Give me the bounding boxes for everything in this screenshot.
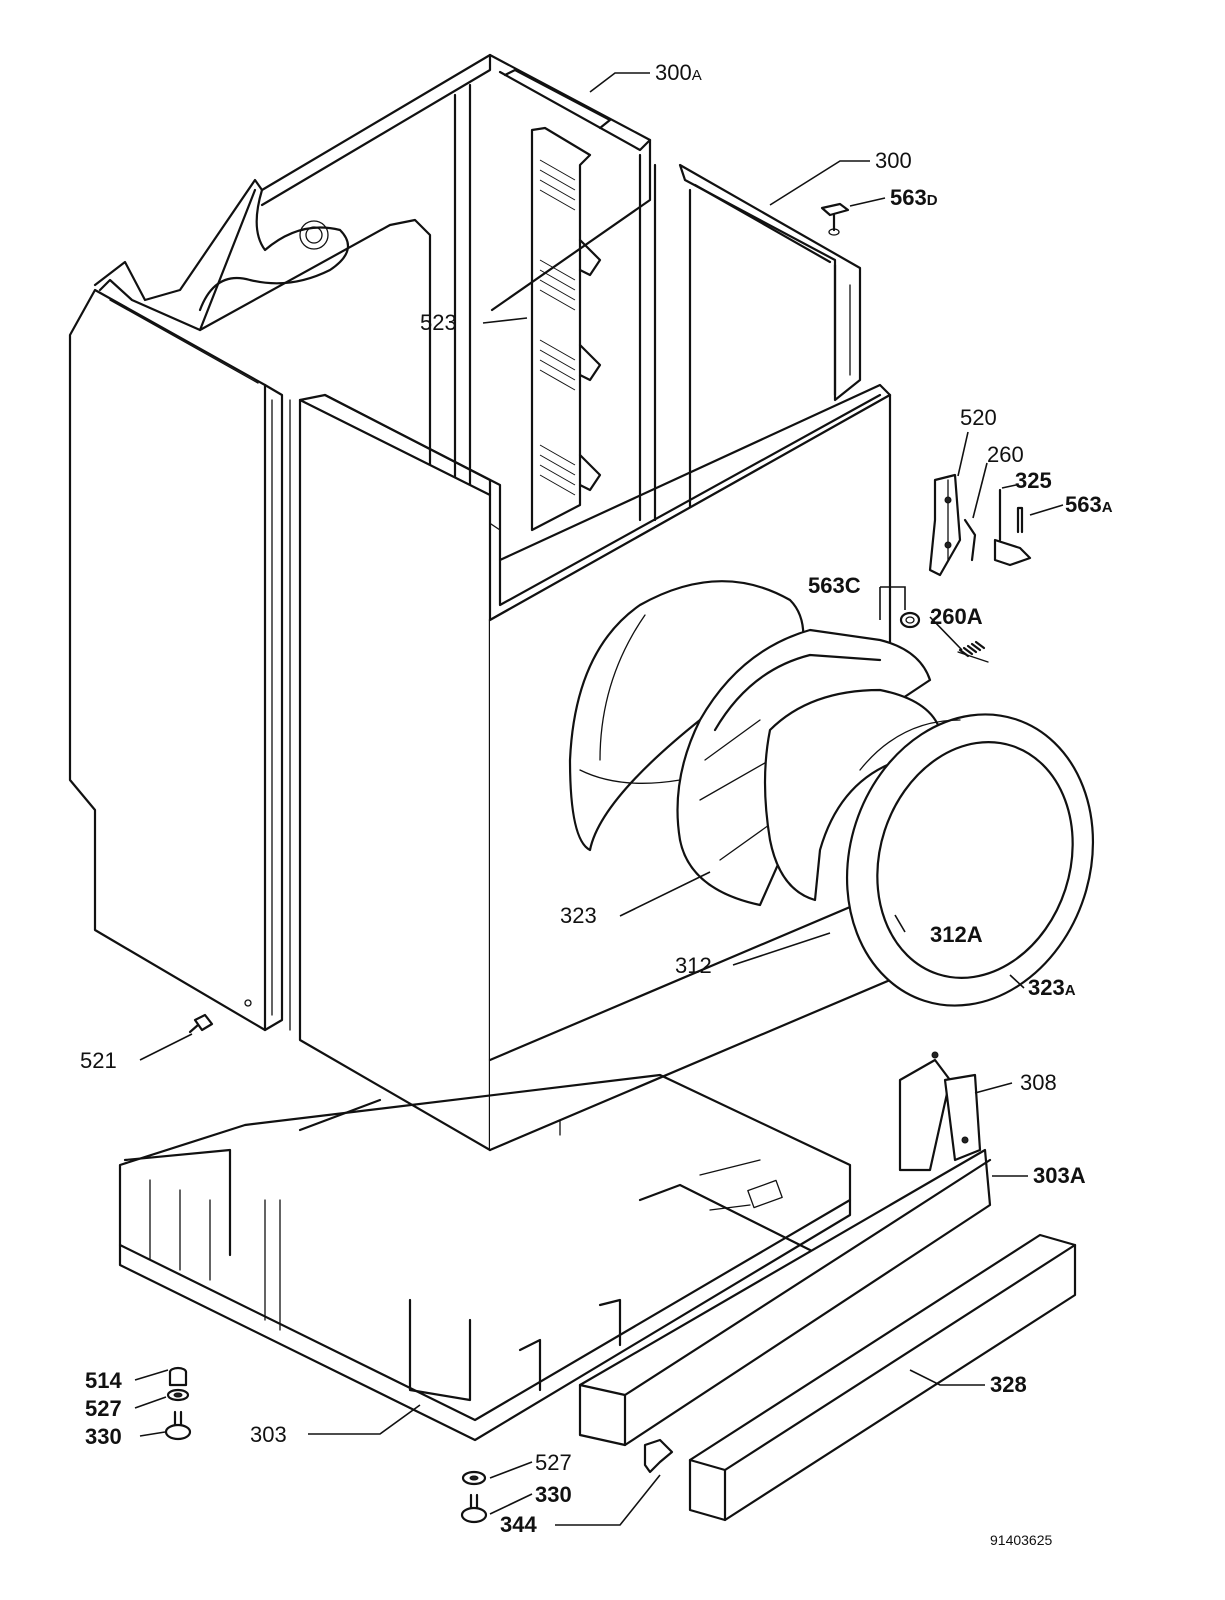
hinge-plate-520 (928, 473, 962, 577)
washer-527-bottom (461, 1470, 487, 1486)
label-325: 325 (1015, 468, 1052, 493)
label-527-left: 527 (85, 1396, 122, 1421)
door-ring-312 (763, 688, 942, 902)
clip-563D (820, 202, 850, 236)
bolt-514 (168, 1366, 188, 1387)
label-312: 312 (675, 953, 712, 978)
label-323: 323 (560, 903, 597, 928)
part-labels: 300A 300 563D 523 520 260 325 563A 563C … (80, 60, 1113, 1548)
pin-563A (1016, 506, 1024, 534)
leader-lines (134, 72, 1064, 1526)
label-520: 520 (960, 405, 997, 430)
label-521: 521 (80, 1048, 117, 1073)
hinge-bracket-308 (898, 1051, 982, 1172)
label-330-bottom: 330 (535, 1482, 572, 1507)
label-527-bottom: 527 (535, 1450, 572, 1475)
base-frame (118, 1073, 852, 1442)
label-312A: 312A (930, 922, 983, 947)
foot-330-left (164, 1410, 192, 1441)
label-563C: 563C (808, 573, 861, 598)
label-260: 260 (987, 442, 1024, 467)
label-563A: 563A (1065, 492, 1113, 517)
document-number: 91403625 (990, 1532, 1053, 1548)
door-opening (568, 580, 805, 852)
label-523: 523 (420, 310, 457, 335)
label-323A: 323A (1028, 975, 1076, 1000)
bushing-563C (899, 611, 921, 629)
top-frame (678, 163, 862, 522)
label-303: 303 (250, 1422, 287, 1447)
door-outer-ring-323A (845, 713, 1095, 1007)
label-344: 344 (500, 1512, 537, 1537)
kick-panel-303A (578, 1148, 992, 1447)
label-330-left: 330 (85, 1424, 122, 1449)
label-300: 300 (875, 148, 912, 173)
washer-527-left (166, 1388, 190, 1402)
foot-330-bottom (460, 1493, 488, 1524)
hinge-pin-260 (963, 518, 977, 562)
lever-325 (993, 488, 1032, 567)
left-side-panel (68, 288, 284, 1032)
label-328: 328 (990, 1372, 1027, 1397)
label-300A: 300A (655, 60, 702, 85)
plinth-328 (688, 1233, 1077, 1522)
label-563D: 563D (890, 185, 938, 210)
spring-260A (957, 640, 989, 663)
label-514: 514 (85, 1368, 122, 1393)
label-260A: 260A (930, 604, 983, 629)
label-303A: 303A (1033, 1163, 1086, 1188)
label-308: 308 (1020, 1070, 1057, 1095)
screw-521 (188, 1013, 214, 1034)
catch-344 (643, 1438, 674, 1474)
control-panel-strip (530, 126, 602, 532)
